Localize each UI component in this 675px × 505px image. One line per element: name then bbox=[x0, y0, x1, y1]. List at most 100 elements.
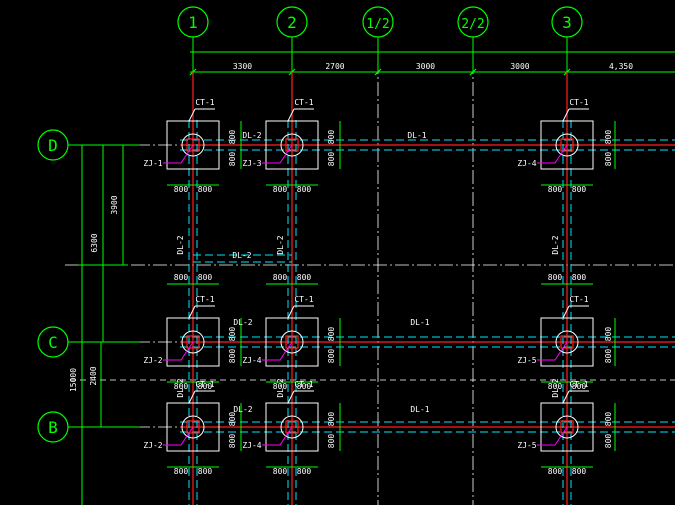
footing-tag-f-d3: ZJ-4 bbox=[517, 159, 536, 168]
top-dimension-3: 3000 bbox=[510, 62, 529, 71]
footing-pad-f-d1 bbox=[166, 120, 220, 170]
column-f-c1 bbox=[186, 335, 200, 349]
footing-dim-bottom-right: 800 bbox=[572, 185, 587, 194]
footing-dim-side-top: 800 bbox=[327, 130, 336, 145]
footing-dim-side-bottom: 800 bbox=[604, 152, 613, 167]
footing-dim-bottom-right: 800 bbox=[198, 185, 213, 194]
footing-dim-bottom-right: 800 bbox=[297, 467, 312, 476]
footing-dim-bottom-left: 800 bbox=[174, 467, 189, 476]
beam-label-vertical-0: DL-2 bbox=[176, 235, 185, 254]
footing-pad-f-b3 bbox=[540, 402, 594, 452]
footing-dim-bottom-right: 800 bbox=[572, 467, 587, 476]
column-f-b3 bbox=[560, 420, 574, 434]
footing-dim-side-top: 800 bbox=[327, 327, 336, 342]
footing-dim-side-bottom: 800 bbox=[327, 349, 336, 364]
pile-circle-f-b3 bbox=[555, 415, 579, 439]
top-dimension-1: 2700 bbox=[325, 62, 344, 71]
footing-tag-f-b1: ZJ-2 bbox=[143, 441, 162, 450]
footing-dim-side-top: 800 bbox=[228, 130, 237, 145]
footing-dim-side-top: 800 bbox=[327, 412, 336, 427]
pile-circle-f-c1 bbox=[181, 330, 205, 354]
footing-tag-f-b3: ZJ-5 bbox=[517, 441, 536, 450]
column-f-d2 bbox=[285, 138, 299, 152]
tag-leader-f-d3 bbox=[537, 144, 568, 164]
cap-label-leader bbox=[287, 108, 295, 122]
axis-label-ax2: 2 bbox=[287, 13, 297, 32]
footing-dim-side-top: 800 bbox=[228, 327, 237, 342]
axis-label-ax3: 3 bbox=[562, 13, 572, 32]
footing-dim-bottom-right: 800 bbox=[297, 185, 312, 194]
column-f-b2 bbox=[285, 420, 299, 434]
cap-label-f-b1: CT-1 bbox=[195, 380, 214, 389]
footing-dim-top-left: 800 bbox=[548, 273, 563, 282]
tag-leader-f-c2 bbox=[262, 341, 293, 361]
top-dimension-2: 3000 bbox=[416, 62, 435, 71]
beam-label-vertical-4: DL-2 bbox=[276, 378, 285, 397]
left-dimension-outer-a: 2400 bbox=[89, 366, 98, 385]
beam-label-vertical-3: DL-2 bbox=[176, 378, 185, 397]
footing-dim-top-left: 800 bbox=[273, 273, 288, 282]
cap-label-f-b3: CT-1 bbox=[569, 380, 588, 389]
column-f-b1 bbox=[186, 420, 200, 434]
axis-label-ax2-2: 2/2 bbox=[461, 17, 484, 32]
axis-label-ax1-2: 1/2 bbox=[366, 17, 389, 32]
cap-label-f-d1: CT-1 bbox=[195, 98, 214, 107]
cap-label-f-c2: CT-1 bbox=[294, 295, 313, 304]
left-dimension-outer-b: 15000 bbox=[69, 368, 78, 392]
footing-pad-f-c2 bbox=[265, 317, 319, 367]
beam-label-dl1-d: DL-1 bbox=[407, 131, 426, 140]
tag-leader-f-b2 bbox=[262, 426, 293, 446]
cap-label-leader bbox=[562, 390, 570, 404]
top-dim-tick bbox=[374, 68, 382, 76]
footing-dim-top-right: 800 bbox=[198, 273, 213, 282]
footing-dim-bottom-right: 800 bbox=[198, 382, 213, 391]
footing-tag-f-d1: ZJ-1 bbox=[143, 159, 162, 168]
footing-dim-side-top: 800 bbox=[604, 327, 613, 342]
footing-dim-bottom-left: 800 bbox=[174, 185, 189, 194]
left-dimension-middle: 6300 bbox=[90, 233, 99, 252]
cap-label-leader bbox=[188, 390, 196, 404]
column-f-d1 bbox=[186, 138, 200, 152]
footing-dim-bottom-left: 800 bbox=[548, 382, 563, 391]
footing-dim-side-bottom: 800 bbox=[327, 434, 336, 449]
top-dimension-4: 4,350 bbox=[609, 62, 633, 71]
footing-dim-side-bottom: 800 bbox=[604, 349, 613, 364]
axis-label-axB: B bbox=[48, 418, 58, 437]
footing-tag-f-b2: ZJ-4 bbox=[242, 441, 261, 450]
tag-leader-f-d1 bbox=[163, 144, 194, 164]
footing-tag-f-c3: ZJ-5 bbox=[517, 356, 536, 365]
cap-label-leader bbox=[188, 108, 196, 122]
tag-leader-f-c3 bbox=[537, 341, 568, 361]
footing-dim-side-top: 800 bbox=[228, 412, 237, 427]
footing-dim-bottom-left: 800 bbox=[548, 467, 563, 476]
beam-label-dl2-d: DL-2 bbox=[242, 131, 261, 140]
tag-leader-f-c1 bbox=[163, 341, 194, 361]
footing-dim-side-bottom: 800 bbox=[327, 152, 336, 167]
footing-dim-bottom-right: 800 bbox=[572, 382, 587, 391]
footing-pad-f-c1 bbox=[166, 317, 220, 367]
tag-leader-f-b3 bbox=[537, 426, 568, 446]
beam-label-dl1-c: DL-1 bbox=[410, 318, 429, 327]
footing-dim-top-right: 800 bbox=[572, 273, 587, 282]
pile-circle-f-b1 bbox=[181, 415, 205, 439]
footing-pad-f-b2 bbox=[265, 402, 319, 452]
beam-label-dl2-mid: DL-2 bbox=[232, 251, 251, 260]
footing-tag-f-c2: ZJ-4 bbox=[242, 356, 261, 365]
footing-pad-f-d2 bbox=[265, 120, 319, 170]
footing-dim-bottom-left: 800 bbox=[548, 185, 563, 194]
pile-circle-f-d3 bbox=[555, 133, 579, 157]
footing-dim-bottom-left: 800 bbox=[273, 467, 288, 476]
cap-label-leader bbox=[287, 305, 295, 319]
axis-label-axD: D bbox=[48, 136, 58, 155]
left-dimension-inner: 3900 bbox=[110, 195, 119, 214]
footing-dim-bottom-left: 800 bbox=[174, 382, 189, 391]
top-dim-tick bbox=[469, 68, 477, 76]
footing-dim-top-right: 800 bbox=[297, 273, 312, 282]
beam-label-vertical-2: DL-2 bbox=[551, 235, 560, 254]
cap-label-leader bbox=[562, 305, 570, 319]
cap-label-leader bbox=[188, 305, 196, 319]
footing-dim-bottom-left: 800 bbox=[273, 382, 288, 391]
footing-dim-side-bottom: 800 bbox=[228, 152, 237, 167]
